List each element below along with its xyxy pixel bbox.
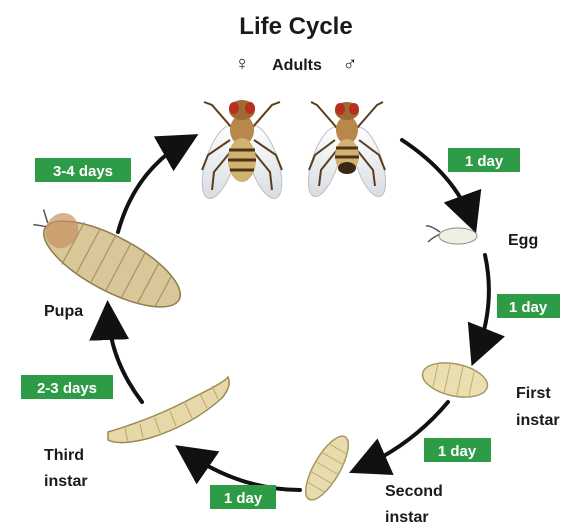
arrow-second-to-third [185, 452, 300, 490]
first-instar-label-line2: instar [516, 412, 560, 429]
third-instar-label-line1: Third [44, 447, 84, 464]
egg-label: Egg [508, 232, 538, 249]
duration-text: 1 day [224, 490, 263, 507]
first-instar-larva-icon [419, 357, 490, 402]
arrow-pupa-to-adult [118, 140, 188, 232]
duration-badge-adult-to-egg: 1 day [448, 148, 520, 172]
second-instar-label-line1: Second [385, 483, 443, 500]
male-symbol: ♂ [343, 53, 358, 75]
arrow-egg-to-first [476, 255, 489, 355]
first-instar-label-line1: First [516, 385, 551, 402]
adults-label: Adults [272, 57, 322, 74]
male-fly-icon [302, 102, 393, 200]
duration-badge-first-to-second: 1 day [424, 438, 491, 462]
egg-icon [426, 226, 477, 244]
arrow-third-to-pupa [108, 312, 142, 402]
second-instar-label-line2: instar [385, 509, 429, 526]
duration-badge-third-to-pupa: 2-3 days [21, 375, 113, 399]
duration-text: 1 day [438, 443, 477, 460]
female-symbol: ♀ [235, 53, 250, 75]
cycle-arrows [108, 140, 489, 490]
third-instar-larva-icon [108, 377, 229, 443]
duration-text: 3-4 days [53, 163, 113, 180]
duration-badge-pupa-to-adult: 3-4 days [35, 158, 131, 182]
pupa-label: Pupa [44, 303, 83, 320]
second-instar-larva-icon [298, 430, 357, 505]
duration-text: 2-3 days [37, 380, 97, 397]
duration-text: 1 day [509, 299, 548, 316]
duration-badge-egg-to-first: 1 day [497, 294, 560, 318]
female-fly-icon [195, 100, 289, 202]
third-instar-label-line2: instar [44, 473, 88, 490]
duration-text: 1 day [465, 153, 504, 170]
duration-badge-second-to-third: 1 day [210, 485, 276, 509]
diagram-title: Life Cycle [239, 13, 352, 40]
